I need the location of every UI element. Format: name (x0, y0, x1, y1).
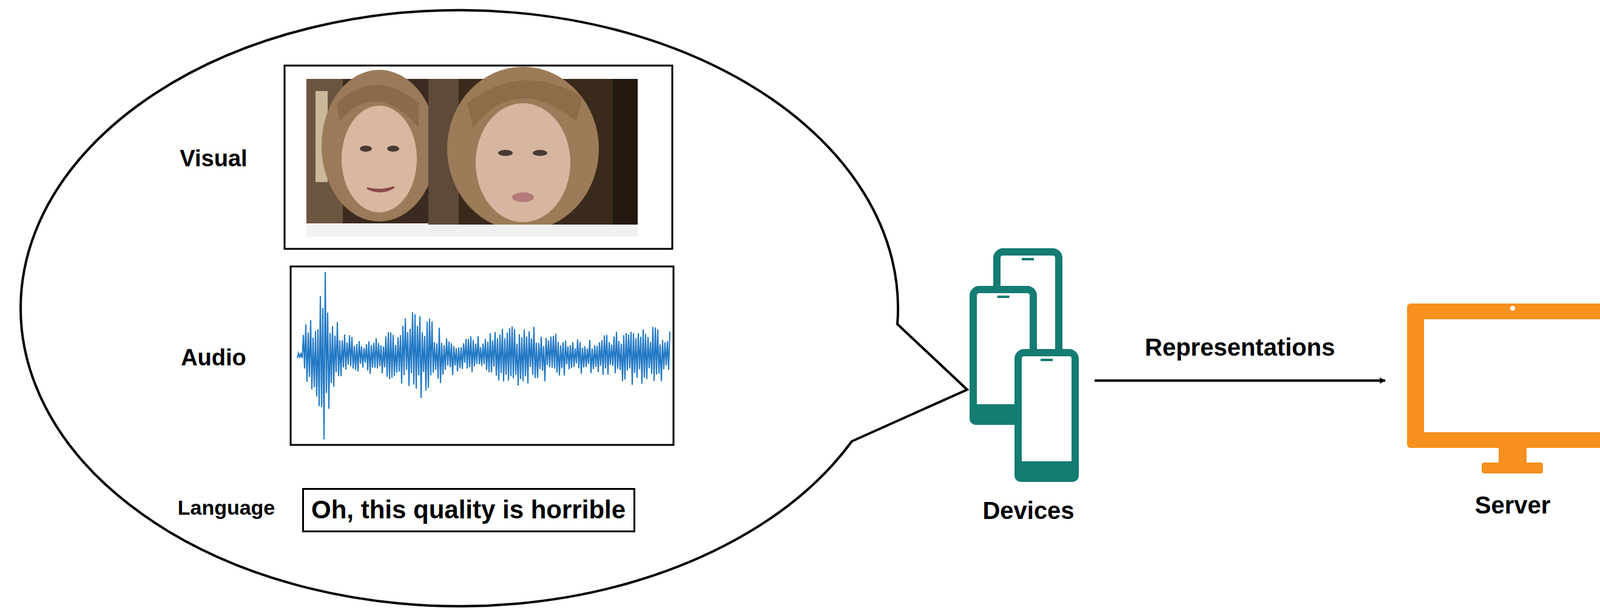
phone-icons (964, 245, 1093, 489)
face-photo (428, 66, 638, 237)
edge-label: Representations (1142, 333, 1338, 362)
row-label: Audio (180, 344, 247, 371)
monitor-icon (1386, 303, 1600, 480)
node-caption: Server (1475, 490, 1551, 520)
row-label: Visual (179, 145, 247, 172)
audio-waveform (297, 271, 670, 440)
node-caption: Devices (982, 495, 1074, 525)
device-node: Devices (964, 245, 1093, 531)
audio-frame (290, 266, 674, 445)
text-box: Oh, this quality is horrible (302, 487, 636, 533)
face-photo (306, 69, 437, 237)
arrow-connector (1094, 379, 1386, 382)
utterance-text: Oh, this quality is horrible (311, 494, 627, 525)
visual-frame (284, 65, 673, 249)
row-label: Language (177, 495, 276, 520)
server-node: Server (1386, 303, 1600, 528)
speech-bubble (20, 10, 968, 607)
